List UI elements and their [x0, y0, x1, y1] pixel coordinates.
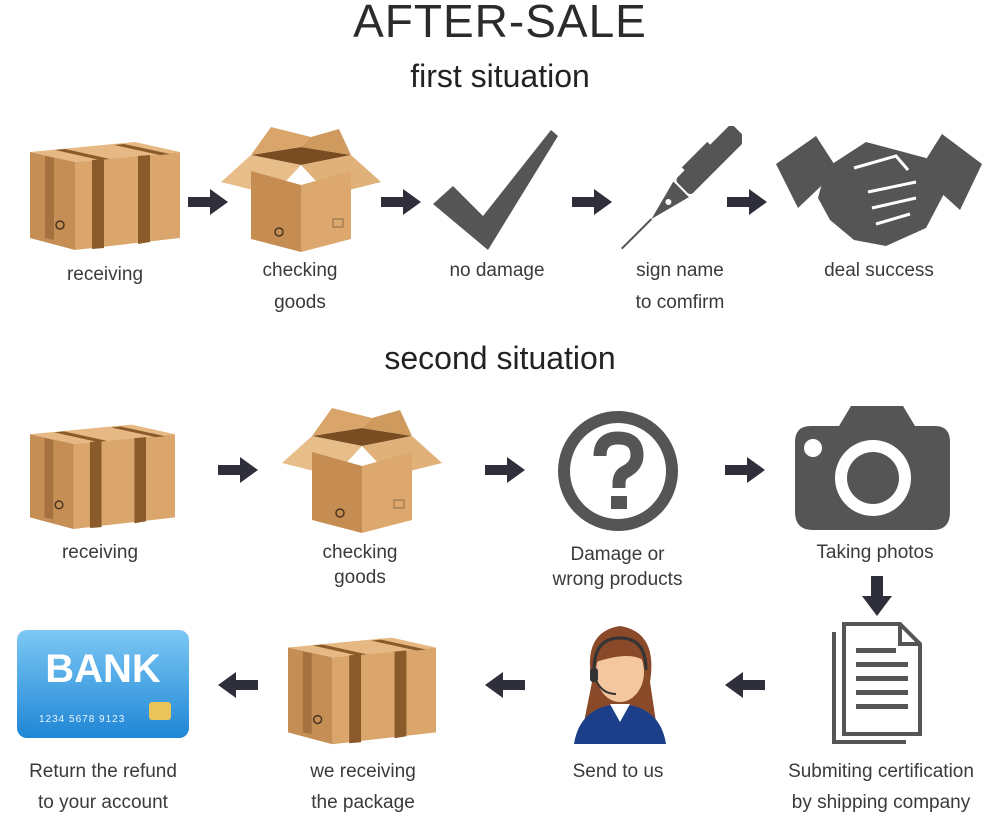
bank-card-brand: BANK [45, 647, 161, 691]
open-box-icon [221, 127, 381, 252]
first-situation-heading: first situation [410, 58, 590, 94]
arrow-left-icon [485, 672, 525, 698]
second-situation-heading: second situation [384, 340, 616, 376]
closed-box-icon [30, 130, 180, 250]
arrow-down-icon [862, 576, 892, 616]
arrow-right-icon [572, 189, 612, 215]
handshake-icon [776, 134, 982, 246]
arrow-left-icon [725, 672, 765, 698]
question-mark-icon [558, 411, 678, 531]
pen-icon [621, 126, 742, 250]
step-label: receiving [61, 542, 139, 563]
closed-box-icon [30, 412, 175, 530]
page-title: AFTER-SALE [353, 0, 647, 47]
arrow-right-icon [218, 457, 258, 483]
step-label: Send to us [572, 761, 664, 782]
closed-box-icon [288, 625, 436, 745]
document-icon [832, 622, 922, 744]
step-label: no damage [449, 260, 545, 281]
arrow-right-icon [381, 189, 421, 215]
arrow-left-icon [218, 672, 258, 698]
arrow-right-icon [727, 189, 767, 215]
arrow-right-icon [725, 457, 765, 483]
arrow-right-icon [485, 457, 525, 483]
step-label: deal success [824, 260, 934, 281]
step-label: receiving [66, 264, 144, 285]
open-box-icon [282, 408, 442, 533]
customer-service-agent [574, 626, 666, 744]
checkmark-icon [433, 130, 558, 250]
bank-card: BANK 1234 5678 9123 [17, 630, 189, 738]
bank-card-number: 1234 5678 9123 [39, 714, 125, 725]
step-label: Taking photos [816, 542, 934, 563]
camera-icon [795, 406, 950, 530]
